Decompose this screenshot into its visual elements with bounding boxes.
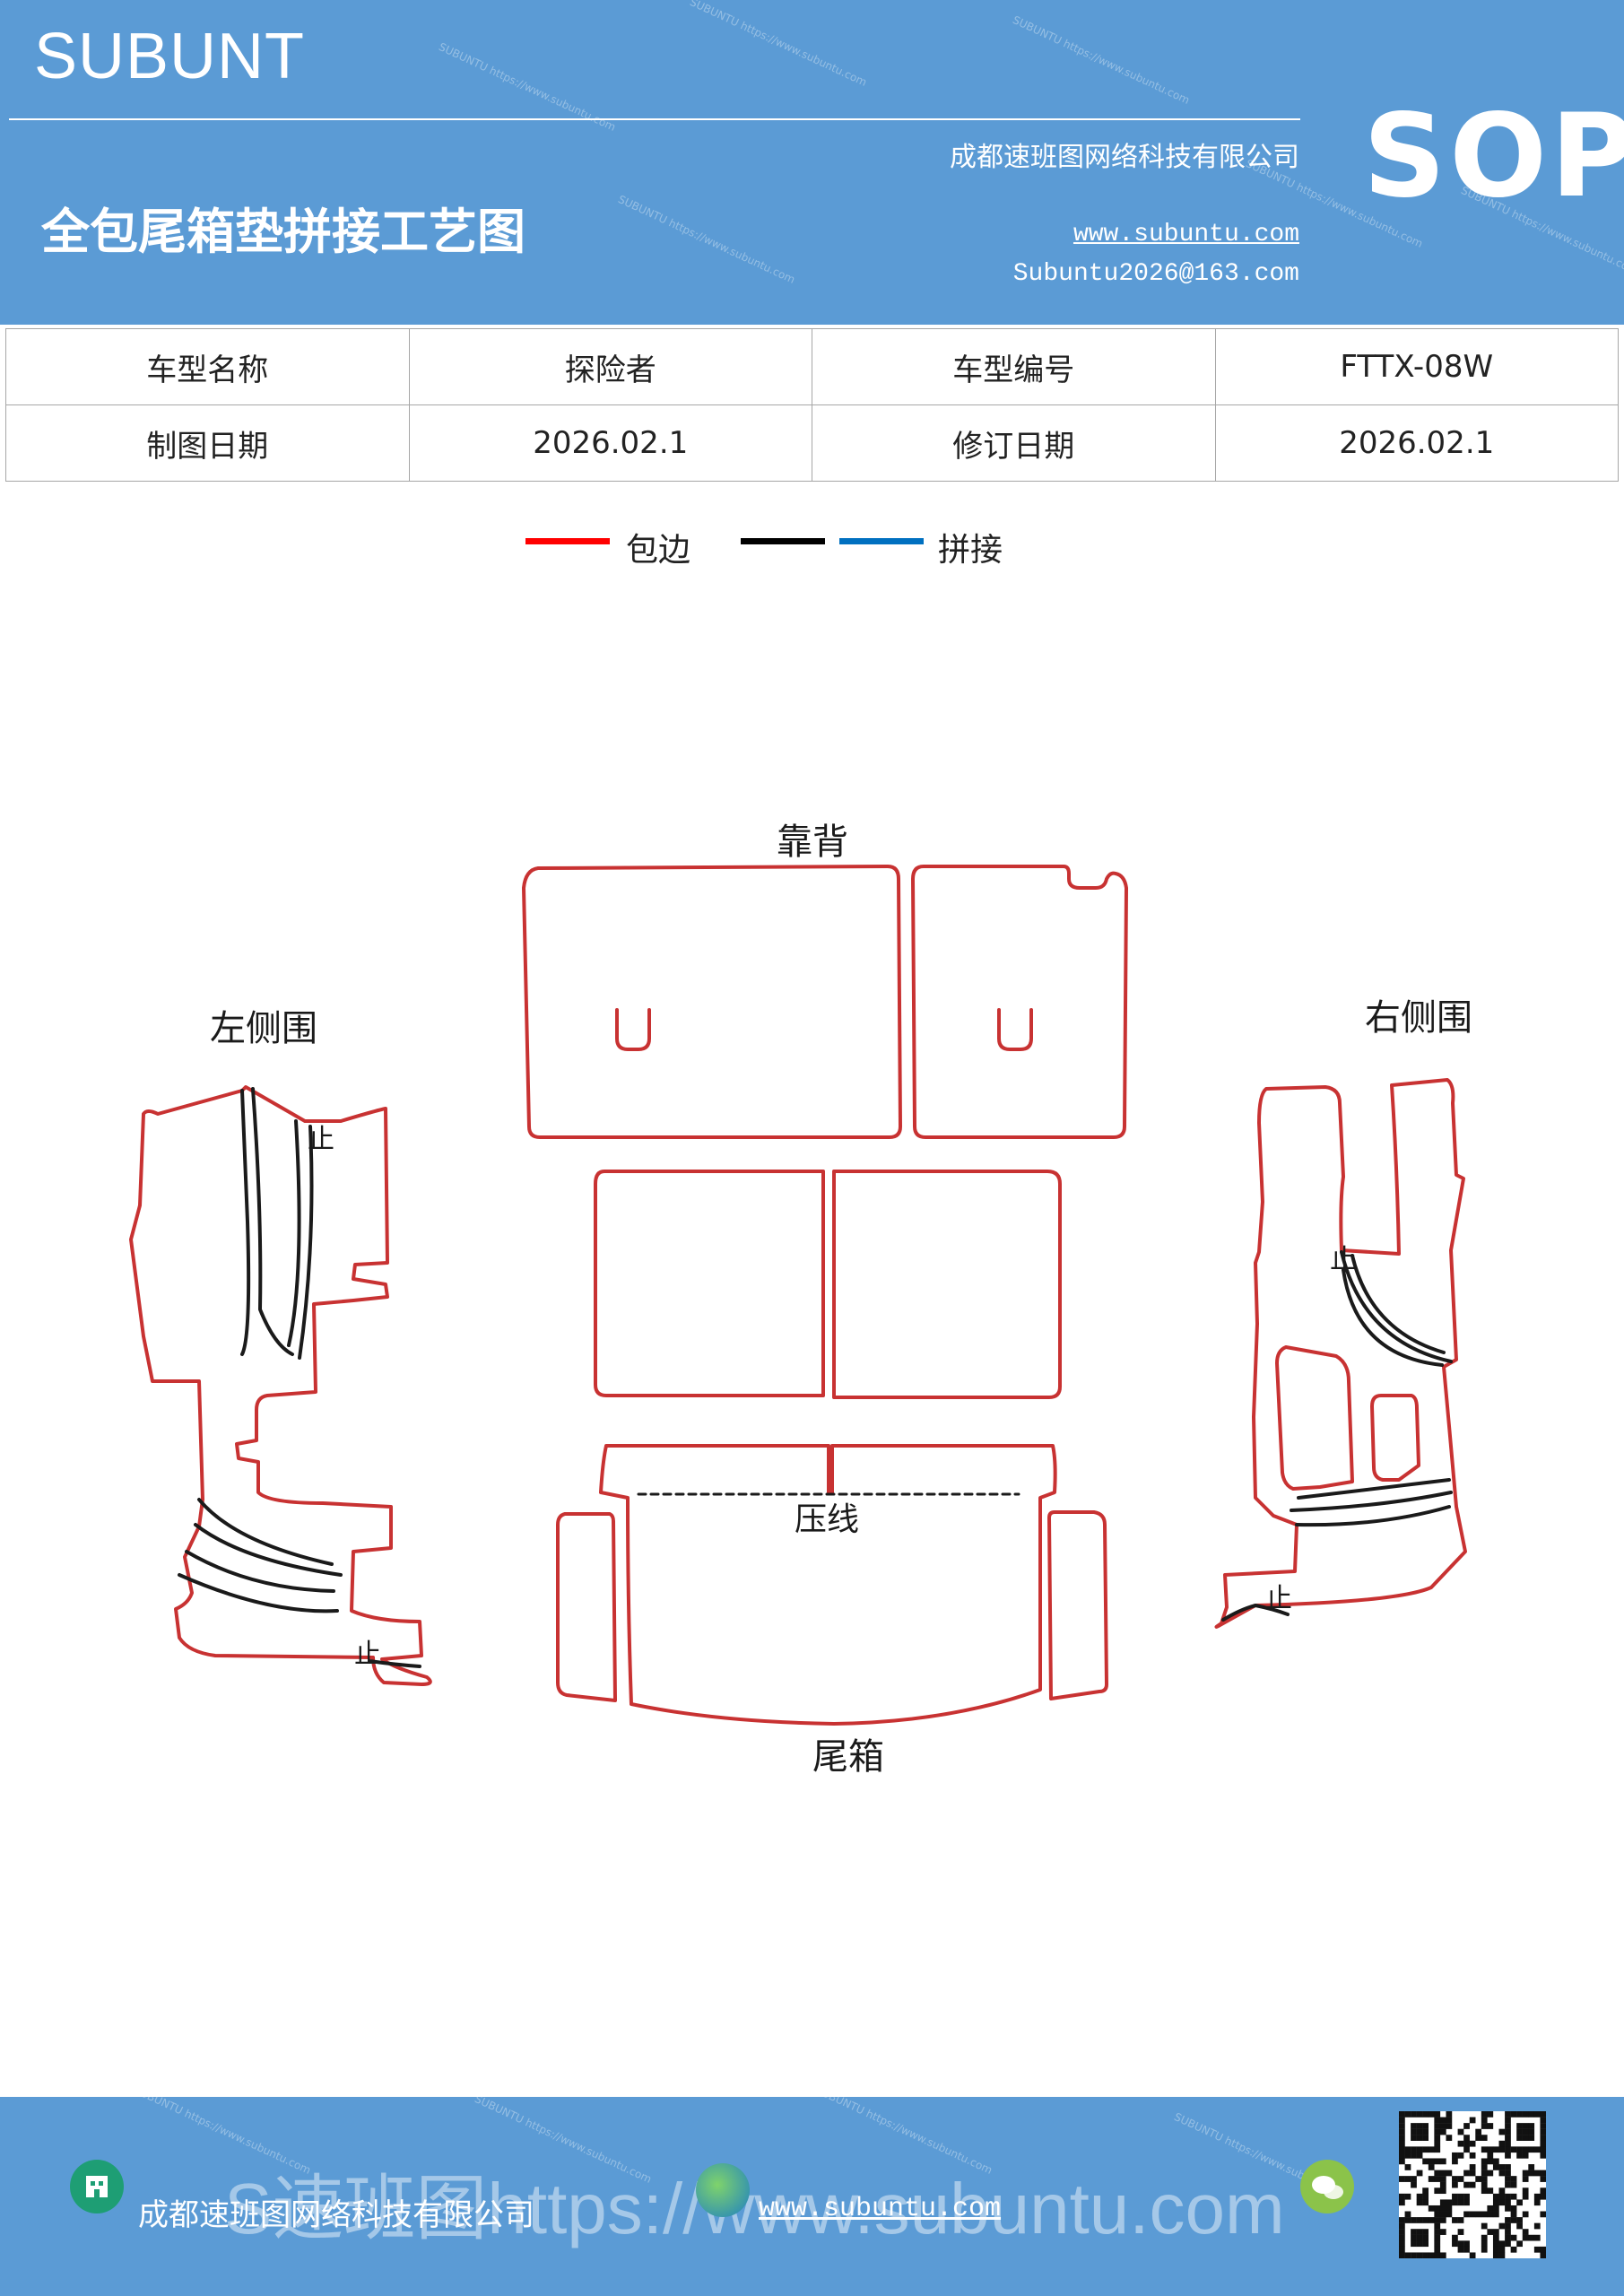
- right-side-seam-bottom: [1221, 1604, 1290, 1622]
- legend-swatch-blue: [839, 538, 924, 544]
- label-stop: 止: [1265, 1583, 1292, 1614]
- table-row: 车型名称 探险者 车型编号 FTTX-08W: [5, 328, 1619, 405]
- legend: 包边 拼接: [0, 527, 1624, 572]
- right-side-wall-panel: [1214, 1078, 1467, 1629]
- backrest-left-panel: [522, 865, 902, 1139]
- footer-website-link[interactable]: www.subuntu.com: [759, 2194, 1002, 2224]
- brand-logo: SUBUNT: [34, 21, 306, 92]
- website-link[interactable]: www.subuntu.com: [1073, 221, 1299, 248]
- trunk-main-panel: [599, 1444, 1057, 1726]
- legend-label-edge: 包边: [626, 532, 691, 569]
- backrest-u-cutout-left: [615, 1008, 651, 1051]
- backrest-right-panel: [911, 865, 1128, 1139]
- header-banner: SUBUNTU https://www.subuntu.com SUBUNTU …: [0, 0, 1624, 325]
- label-press-line: 压线: [795, 1501, 859, 1538]
- backrest-u-cutout-right: [997, 1008, 1033, 1051]
- sop-badge: SOP: [1363, 90, 1624, 223]
- label-stop: 止: [1330, 1244, 1357, 1275]
- label-trunk: 尾箱: [812, 1736, 884, 1778]
- label-left-side: 左侧围: [210, 1008, 317, 1049]
- left-side-seam-line: [240, 1087, 314, 1360]
- footer-company-name: 成都速班图网络科技有限公司: [138, 2197, 534, 2233]
- legend-swatch-red: [525, 538, 610, 544]
- draw-date-label: 制图日期: [5, 404, 410, 482]
- footer-banner: SUBUNTU https://www.subuntu.com SUBUNTU …: [0, 2097, 1624, 2296]
- wechat-icon: [1300, 2160, 1354, 2213]
- floor-left-panel: [594, 1170, 825, 1397]
- email-address: Subuntu2026@163.com: [1012, 260, 1299, 288]
- header-divider: [9, 118, 1300, 120]
- revise-date-label: 修订日期: [812, 404, 1216, 482]
- table-row: 制图日期 2026.02.1 修订日期 2026.02.1: [5, 404, 1619, 482]
- model-code-label: 车型编号: [812, 328, 1216, 405]
- right-side-cutout-large: [1275, 1345, 1354, 1491]
- label-stop: 止: [308, 1124, 334, 1155]
- model-name-value: 探险者: [408, 328, 812, 405]
- model-code-value: FTTX-08W: [1214, 328, 1619, 405]
- left-side-wall-panel: [129, 1085, 432, 1686]
- company-name: 成都速班图网络科技有限公司: [950, 142, 1299, 173]
- right-side-cutout-small: [1370, 1394, 1420, 1482]
- footer-overlay-text: S速班图https://www.subuntu.com: [224, 2169, 1285, 2248]
- legend-swatch-black: [741, 538, 825, 544]
- trunk-left-flap: [556, 1512, 617, 1702]
- left-side-seam-lower: [178, 1498, 343, 1613]
- floor-right-panel: [832, 1170, 1062, 1399]
- model-name-label: 车型名称: [5, 328, 410, 405]
- right-side-seam-lower: [1290, 1478, 1453, 1527]
- building-icon: [70, 2160, 124, 2213]
- draw-date-value: 2026.02.1: [408, 404, 812, 482]
- label-right-side: 右侧围: [1365, 997, 1472, 1039]
- left-side-seam-bottom: [368, 1659, 421, 1668]
- right-side-seam-line: [1340, 1250, 1453, 1367]
- label-stop: 止: [354, 1639, 381, 1670]
- revise-date-value: 2026.02.1: [1214, 404, 1619, 482]
- qr-code: [1399, 2111, 1547, 2259]
- document-title: 全包尾箱垫拼接工艺图: [41, 203, 525, 260]
- vehicle-info-table: 车型名称 探险者 车型编号 FTTX-08W 制图日期 2026.02.1 修订…: [5, 328, 1619, 482]
- legend-label-splice: 拼接: [938, 532, 1003, 569]
- label-backrest: 靠背: [777, 822, 848, 863]
- trunk-right-flap: [1047, 1510, 1108, 1700]
- globe-icon: [696, 2163, 750, 2217]
